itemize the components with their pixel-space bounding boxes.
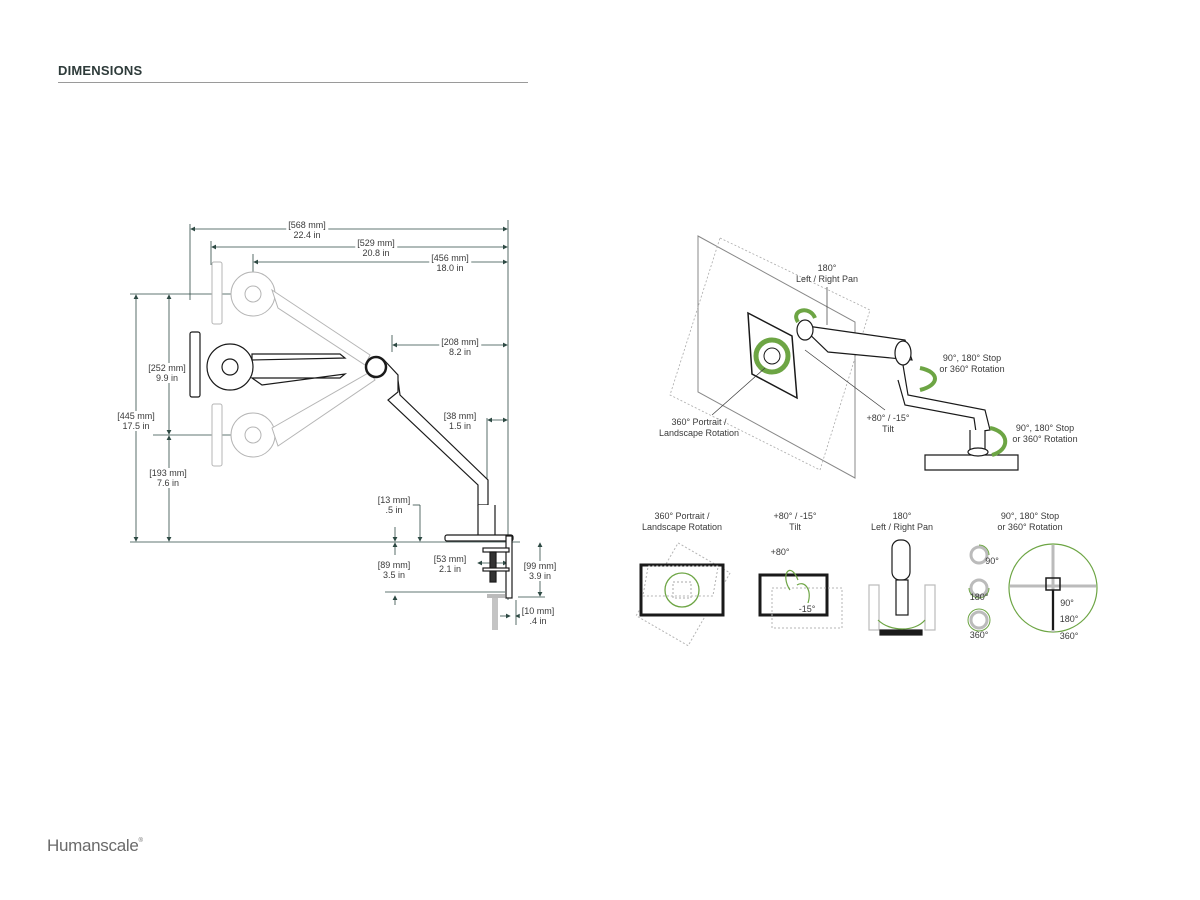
dim-height-range: [252 mm]9.9 in	[146, 363, 188, 383]
stop-90-label: 90°	[985, 556, 999, 566]
large-360-label: 360°	[1059, 631, 1079, 641]
dim-pivot-reach: [456 mm]18.0 in	[429, 253, 471, 273]
stop-360-label: 360°	[969, 630, 989, 640]
tilt-down-label: -15°	[798, 604, 816, 614]
section-heading: DIMENSIONS	[58, 63, 143, 78]
tilt-up-label: +80°	[770, 547, 790, 557]
dim-clamp-depth: [53 mm]2.1 in	[431, 554, 469, 574]
panel-title-rotation: 360° Portrait /Landscape Rotation	[641, 511, 723, 532]
large-180-label: 180°	[1059, 614, 1079, 624]
brand-logo: Humanscale®	[47, 836, 143, 855]
dim-lower-arm-reach: [208 mm]8.2 in	[439, 337, 481, 357]
panel-title-tilt: +80° / -15°Tilt	[773, 511, 817, 532]
dim-overall-reach: [568 mm]22.4 in	[286, 220, 328, 240]
large-90-label: 90°	[1060, 598, 1074, 608]
callout-tilt: +80° / -15°Tilt	[866, 413, 910, 434]
callout-pan: 180°Left / Right Pan	[795, 263, 859, 284]
panel-title-pan: 180°Left / Right Pan	[870, 511, 934, 532]
stop-180-label: 180°	[969, 592, 989, 602]
dim-base-thickness: [13 mm].5 in	[375, 495, 413, 515]
dim-min-height: [193 mm]7.6 in	[147, 468, 189, 488]
dim-post-offset: [38 mm]1.5 in	[441, 411, 479, 431]
heading-divider	[58, 82, 528, 83]
dim-clamp-plate: [10 mm].4 in	[519, 606, 557, 626]
dim-mid-reach: [529 mm]20.8 in	[355, 238, 397, 258]
dim-clamp-height: [99 mm]3.9 in	[521, 561, 559, 581]
dim-desk-thickness: [89 mm]3.5 in	[375, 560, 413, 580]
callout-portrait-rotation: 360° Portrait /Landscape Rotation	[658, 417, 740, 438]
dim-max-height: [445 mm]17.5 in	[115, 411, 157, 431]
